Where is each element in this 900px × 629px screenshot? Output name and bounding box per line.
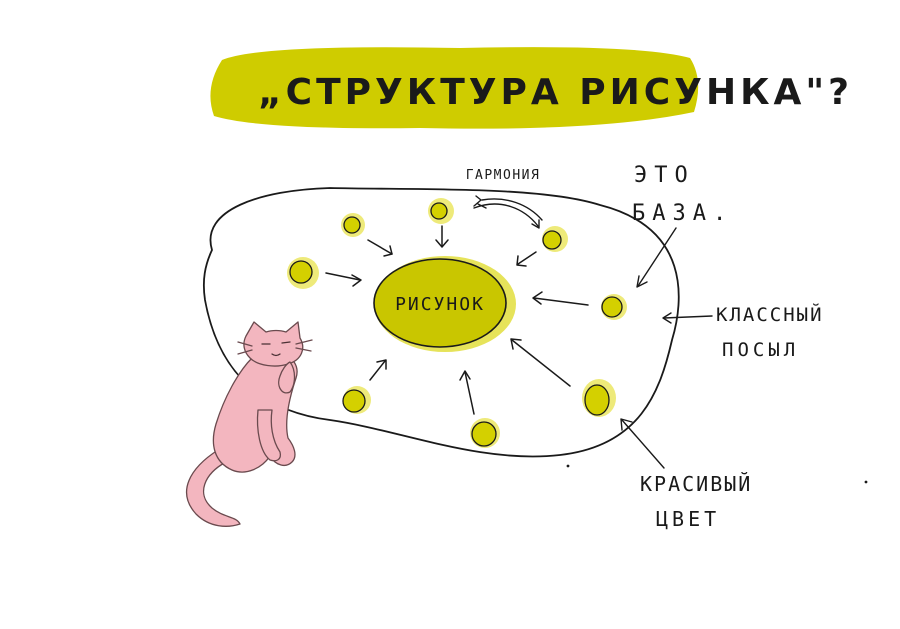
label-color-line1: красивый [640,472,752,496]
center-node-circle [373,258,507,348]
title-text: „Структура рисунка"? [258,72,853,113]
dot-bottom-left [342,386,371,414]
arrow-message [662,312,713,324]
arrow-from-right [532,291,589,306]
dot-top-right [542,226,568,252]
arrow-from-top-left [367,239,393,257]
cat-paw [278,361,296,394]
arrow-base [636,227,677,288]
dot-top-left [341,213,365,237]
label-message-line2: посыл [722,339,799,361]
dot-left [287,257,319,289]
stray-dot [566,464,570,468]
satellite-dots [287,198,627,448]
arrow-from-bottom-center [459,370,475,415]
center-node-label: рисунок [395,294,485,315]
title-group: „Структура рисунка"? [210,47,853,129]
cat-body [212,353,298,473]
label-arrows [620,227,713,469]
harmony-arrows [473,195,543,229]
arrow-from-left [325,272,362,287]
cat-mouth [271,353,281,357]
label-base-line1: это [634,163,695,188]
center-node: рисунок [373,256,516,352]
arrows-to-center [325,225,589,415]
arrow-from-bottom-left [369,359,387,381]
arrow-from-top-center [435,225,449,248]
cat-leg [256,409,282,462]
arrow-color [620,418,665,469]
cat-head [243,321,304,367]
dot-bottom-right [582,379,616,417]
arrow-from-top-right [516,251,537,267]
cat-whiskers [237,339,313,355]
stray-dot [864,480,868,484]
label-harmony: гармония [466,168,541,183]
cat-eyes [261,341,291,345]
arrow-from-bottom-right [510,338,571,387]
cat-icon [185,321,313,527]
dot-right [601,294,627,320]
label-color-line2: цвет [656,507,720,531]
dot-bottom-center [470,418,500,448]
label-base-line2: база. [632,201,733,226]
cat-tail [185,449,241,527]
dot-top-center [428,198,454,224]
label-message-line1: классный [716,303,824,326]
title-highlight [210,47,699,129]
